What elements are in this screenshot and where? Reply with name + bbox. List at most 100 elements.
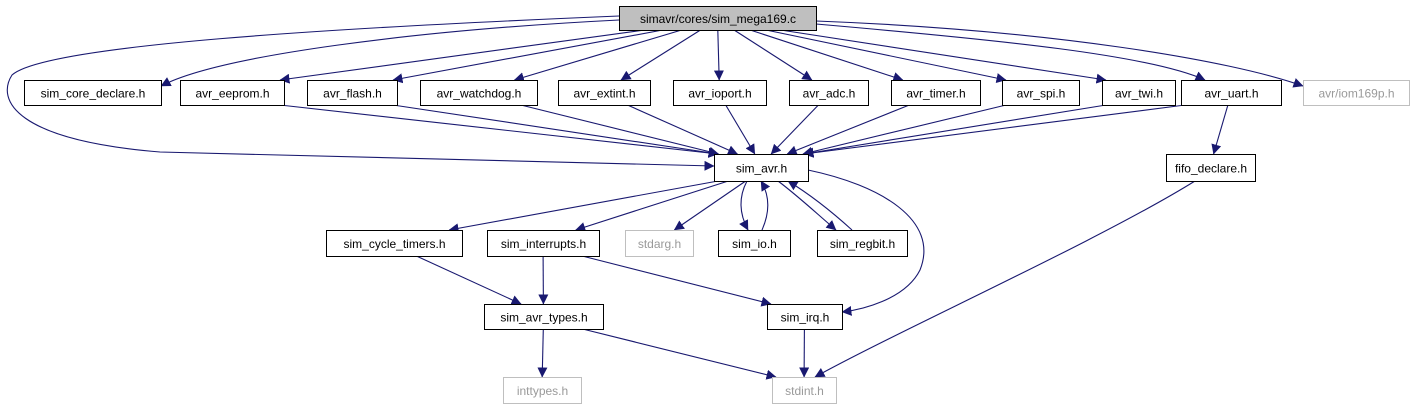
node-label: sim_irq.h	[781, 311, 830, 325]
edge-avr-uart-h-to-sim-avr-h	[803, 104, 1186, 158]
node-box	[558, 80, 651, 106]
edge-sim-avr-types-h-to-stdint-h	[582, 328, 777, 380]
node-box	[1166, 154, 1256, 182]
node-avr-eeprom-h[interactable]: avr_eeprom.h	[180, 80, 285, 106]
edge-sim-avr-h-to-stdarg-h	[673, 180, 747, 231]
edge-fifo-declare-h-to-stdint-h	[814, 180, 1196, 378]
edge-sim-avr-h-to-sim-cycle-timers-h	[448, 180, 719, 234]
edge-sim-mega169-c-to-avr-uart-h	[815, 23, 1206, 81]
node-label: sim_regbit.h	[830, 237, 895, 251]
node-fifo-declare-h[interactable]: fifo_declare.h	[1166, 154, 1256, 182]
edge-sim-mega169-c-to-sim-core-declare-h	[160, 19, 620, 87]
nodes-layer: simavr/cores/sim_mega169.c sim_core_decla…	[24, 6, 1410, 404]
node-avr-twi-h[interactable]: avr_twi.h	[1102, 80, 1176, 106]
node-avr-uart-h[interactable]: avr_uart.h	[1181, 80, 1282, 106]
edge-sim-avr-types-h-to-inttypes-h	[537, 328, 548, 378]
edge-sim-mega169-c-to-avr-ioport-h	[713, 29, 724, 81]
node-box	[1102, 80, 1176, 106]
node-label: avr_ioport.h	[688, 87, 751, 101]
edge-sim-regbit-h-to-sim-avr-h	[787, 180, 853, 231]
node-avr-flash-h[interactable]: avr_flash.h	[307, 80, 398, 106]
node-avr-watchdog-h[interactable]: avr_watchdog.h	[420, 80, 538, 106]
node-stdint-h: stdint.h	[772, 377, 837, 404]
edge-sim-mega169-c-to-avr-flash-h	[392, 29, 663, 84]
node-stdarg-h: stdarg.h	[625, 230, 694, 257]
node-box	[673, 80, 767, 106]
node-sim-io-h[interactable]: sim_io.h	[718, 230, 791, 257]
node-label: avr_adc.h	[803, 87, 856, 101]
edges-layer	[6, 15, 1304, 380]
node-label: sim_cycle_timers.h	[343, 237, 445, 251]
edge-sim-mega169-c-to-avr-adc-h	[733, 29, 813, 81]
node-avr-timer-h[interactable]: avr_timer.h	[891, 80, 981, 106]
edge-sim-avr-h-to-sim-io-h	[739, 180, 749, 231]
node-label: stdarg.h	[638, 237, 681, 251]
edge-avr-spi-h-to-sim-avr-h	[802, 104, 1007, 157]
node-box	[1181, 80, 1282, 106]
node-box	[1303, 80, 1410, 106]
node-box	[503, 377, 582, 404]
node-label: avr_timer.h	[906, 87, 965, 101]
edge-sim-mega169-c-to-avr-twi-h	[780, 29, 1107, 84]
node-box	[625, 230, 694, 257]
edge-sim-mega169-c-to-avr-extint-h	[620, 29, 701, 81]
node-avr-extint-h[interactable]: avr_extint.h	[558, 80, 651, 106]
node-label: simavr/cores/sim_mega169.c	[640, 12, 796, 26]
node-sim-cycle-timers-h[interactable]: sim_cycle_timers.h	[326, 230, 463, 257]
edge-sim-avr-h-to-sim-interrupts-h	[575, 180, 729, 232]
edge-avr-flash-h-to-sim-avr-h	[392, 104, 719, 158]
node-label: avr_extint.h	[573, 87, 635, 101]
node-label: stdint.h	[785, 384, 824, 398]
edge-avr-extint-h-to-sim-avr-h	[627, 104, 738, 155]
node-label: sim_core_declare.h	[41, 87, 146, 101]
node-label: sim_interrupts.h	[501, 237, 586, 251]
edge-avr-uart-h-to-fifo-declare-h	[1211, 104, 1229, 155]
node-sim-mega169-c[interactable]: simavr/cores/sim_mega169.c	[619, 6, 817, 31]
node-avr-spi-h[interactable]: avr_spi.h	[1002, 80, 1080, 106]
edge-sim-mega169-c-to-avr-watchdog-h	[513, 29, 682, 83]
node-sim-avr-types-h[interactable]: sim_avr_types.h	[484, 304, 604, 330]
node-label: avr_spi.h	[1017, 87, 1066, 101]
node-label: avr/iom169p.h	[1318, 87, 1394, 101]
edge-sim-io-h-to-sim-avr-h	[760, 180, 771, 231]
node-box	[817, 230, 908, 257]
edge-sim-mega169-c-to-avr-eeprom-h	[279, 29, 645, 84]
node-sim-regbit-h[interactable]: sim_regbit.h	[817, 230, 908, 257]
node-box	[789, 80, 869, 106]
node-label: avr_uart.h	[1204, 87, 1258, 101]
node-box	[714, 154, 809, 182]
node-avr-adc-h[interactable]: avr_adc.h	[789, 80, 869, 106]
node-label: avr_flash.h	[323, 87, 382, 101]
edge-sim-mega169-c-to-avr-iom169p-h	[815, 20, 1304, 88]
node-box	[326, 230, 463, 257]
node-label: fifo_declare.h	[1175, 162, 1247, 176]
edge-avr-twi-h-to-sim-avr-h	[803, 104, 1107, 158]
edge-sim-avr-h-to-sim-irq-h	[807, 169, 925, 316]
edge-sim-mega169-c-to-avr-timer-h	[750, 29, 904, 82]
edge-avr-watchdog-h-to-sim-avr-h	[520, 104, 720, 157]
node-box	[718, 230, 791, 257]
node-label: sim_avr.h	[736, 162, 787, 176]
node-sim-avr-h[interactable]: sim_avr.h	[714, 154, 809, 182]
node-label: avr_eeprom.h	[195, 87, 269, 101]
node-sim-irq-h[interactable]: sim_irq.h	[767, 304, 843, 330]
node-label: avr_twi.h	[1115, 87, 1163, 101]
node-avr-iom169p-h: avr/iom169p.h	[1303, 80, 1410, 106]
edge-avr-timer-h-to-sim-avr-h	[786, 104, 910, 156]
node-box	[1002, 80, 1080, 106]
node-avr-ioport-h[interactable]: avr_ioport.h	[673, 80, 767, 106]
node-box	[487, 230, 600, 257]
node-sim-interrupts-h[interactable]: sim_interrupts.h	[487, 230, 600, 257]
edge-sim-cycle-timers-h-to-sim-avr-types-h	[416, 255, 522, 305]
edge-avr-ioport-h-to-sim-avr-h	[725, 104, 756, 155]
edge-sim-interrupts-h-to-sim-irq-h	[582, 255, 772, 307]
node-label: inttypes.h	[517, 384, 568, 398]
edge-sim-mega169-c-to-avr-spi-h	[765, 29, 1007, 83]
node-box	[772, 377, 837, 404]
edge-avr-eeprom-h-to-sim-avr-h	[279, 104, 719, 158]
node-sim-core-declare-h[interactable]: sim_core_declare.h	[24, 80, 162, 106]
node-box	[767, 304, 843, 330]
node-label: sim_avr_types.h	[500, 311, 587, 325]
edge-avr-adc-h-to-sim-avr-h	[770, 104, 819, 155]
